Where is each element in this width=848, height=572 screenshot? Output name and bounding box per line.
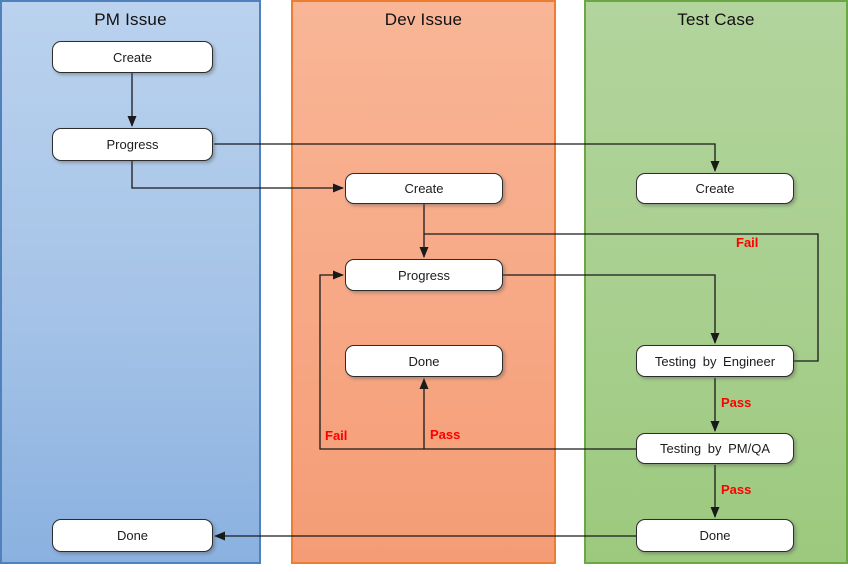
- lane-pm-issue: PM Issue: [0, 0, 261, 564]
- edge-label-pass-engineer-to-pmqa: Pass: [721, 395, 752, 410]
- node-dev-done: Done: [345, 345, 503, 377]
- edge-label-fail-engineer-loop: Fail: [736, 235, 759, 250]
- lane-title-dev-issue: Dev Issue: [384, 10, 463, 29]
- node-testing-by-pm-qa: Testing by PM/QA: [636, 433, 794, 464]
- edge-label-fail-to-dev-progress: Fail: [325, 428, 348, 443]
- node-pm-progress: Progress: [52, 128, 213, 161]
- node-pm-done: Done: [52, 519, 213, 552]
- node-testing-by-engineer: Testing by Engineer: [636, 345, 794, 377]
- lane-title-test-case: Test Case: [677, 10, 755, 29]
- node-test-done: Done: [636, 519, 794, 552]
- lane-title-pm-issue: PM Issue: [94, 10, 167, 29]
- node-dev-progress: Progress: [345, 259, 503, 291]
- node-pm-create: Create: [52, 41, 213, 73]
- edge-label-pass-to-dev-done: Pass: [430, 427, 461, 442]
- lane-test-case: Test Case: [584, 0, 848, 564]
- edge-label-pass-pmqa-to-done: Pass: [721, 482, 752, 497]
- node-test-create: Create: [636, 173, 794, 204]
- node-dev-create: Create: [345, 173, 503, 204]
